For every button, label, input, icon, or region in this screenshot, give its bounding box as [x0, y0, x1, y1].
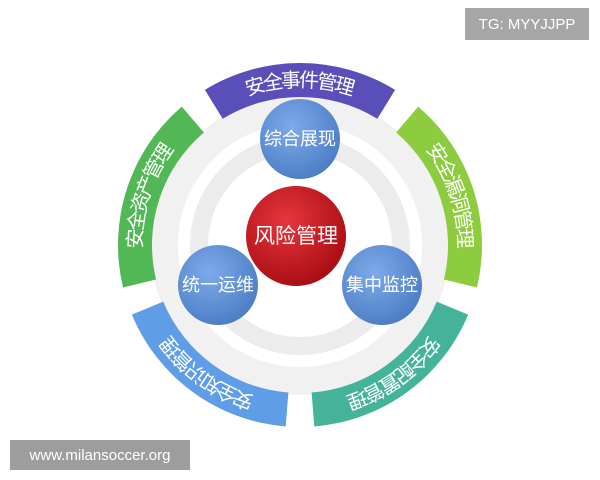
segment-label-char: 管	[450, 209, 477, 232]
node-label: 统一运维	[182, 275, 254, 296]
watermark-top: TG: MYYJJPP	[465, 8, 589, 40]
center-risk-management: 风险管理	[246, 186, 346, 286]
node-label: 综合展现	[264, 129, 336, 150]
node-circle	[178, 245, 258, 325]
segment-label-char: 全	[123, 209, 150, 232]
segment-band	[396, 106, 482, 288]
watermark-bottom: www.milansoccer.org	[10, 440, 190, 470]
node-label: 集中监控	[346, 275, 418, 296]
segment-label-char: 事	[280, 68, 301, 93]
segment-label-char: 件	[298, 68, 319, 93]
segment-band	[117, 106, 204, 288]
segment-label-char: 管	[315, 69, 339, 96]
segment-band	[311, 301, 469, 427]
node-central-monitoring: 集中监控	[342, 245, 422, 325]
node-summary-view: 综合展现	[260, 99, 340, 179]
segment-band	[131, 301, 289, 427]
segment-label-char: 安	[123, 228, 148, 249]
node-circle	[342, 245, 422, 325]
node-unified-ops: 统一运维	[178, 245, 258, 325]
segment-label-char: 理	[452, 228, 477, 249]
segment-band	[204, 63, 396, 119]
segment-label-char: 全	[261, 69, 285, 96]
node-circle	[260, 99, 340, 179]
center-circle	[246, 186, 346, 286]
center-label: 风险管理	[254, 224, 338, 248]
